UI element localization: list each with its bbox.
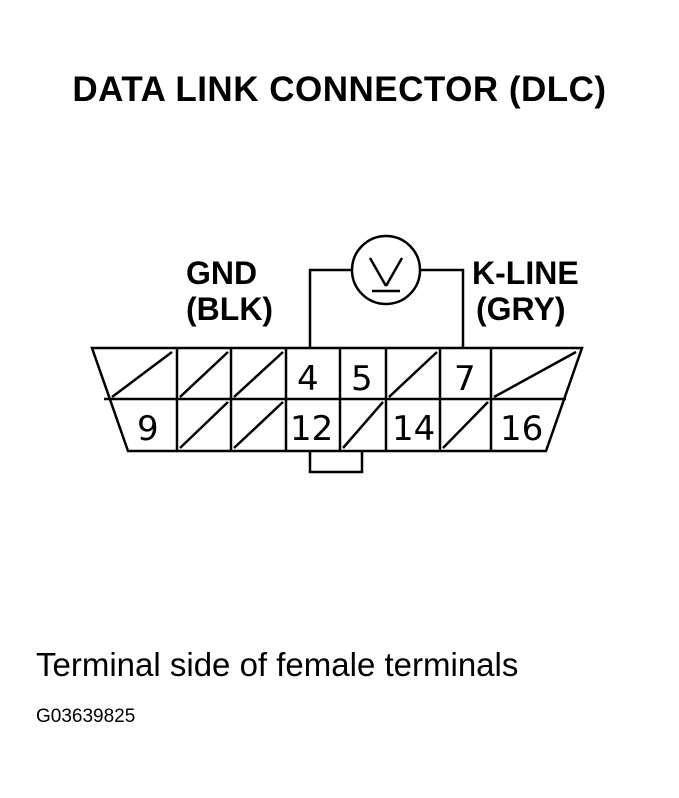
gnd-test-lead	[308, 268, 352, 348]
figure-caption: Terminal side of female terminals	[36, 646, 519, 683]
kline-label: K-LINE	[472, 255, 579, 291]
pin-16-label: 16	[500, 409, 543, 449]
pin-14-label: 14	[392, 409, 435, 449]
diagram-title: DATA LINK CONNECTOR (DLC)	[72, 70, 607, 109]
pin-7-label: 7	[454, 359, 476, 399]
gnd-wire-color: (BLK)	[186, 291, 274, 327]
pin-9-label: 9	[137, 409, 159, 449]
kline-test-lead	[420, 268, 465, 348]
kline-wire-color: (GRY)	[476, 291, 566, 327]
pin-4-label: 4	[297, 359, 319, 399]
figure-code: G03639825	[36, 706, 136, 727]
pin-5-label: 5	[351, 359, 373, 399]
connector-outline	[90, 346, 584, 453]
voltmeter-icon	[350, 234, 422, 306]
connector-tab	[308, 451, 364, 474]
pin-12-label: 12	[290, 409, 333, 449]
gnd-label: GND	[186, 255, 258, 291]
